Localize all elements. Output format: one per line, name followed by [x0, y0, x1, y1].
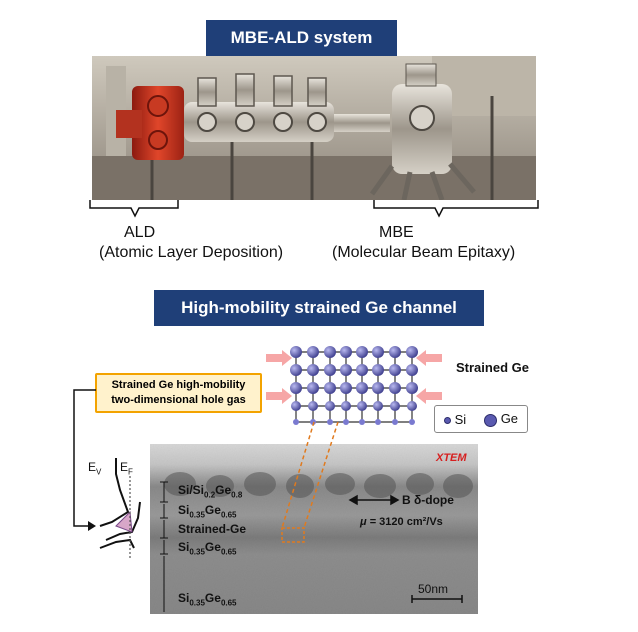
- layer-top-c: Ge: [215, 483, 232, 497]
- layer-strained-ge: Strained-Ge: [178, 522, 247, 536]
- ge-atom-icon: [484, 413, 498, 427]
- legend-ge: Ge: [484, 411, 519, 427]
- hole-gas-well: [115, 510, 133, 533]
- equipment-photo: [92, 56, 536, 200]
- ef-letter: E: [120, 460, 129, 474]
- layer-sige-substrate: Si0.35Ge0.65: [178, 591, 237, 607]
- band-diagram: [99, 458, 141, 558]
- hole-gas-callout: Strained Ge high-mobility two-dimensiona…: [95, 373, 262, 413]
- compress-arrow-left-top: [266, 350, 292, 366]
- ev-subscript: V: [96, 467, 102, 477]
- layer-buf1-c: Ge: [204, 503, 221, 517]
- compress-arrow-left-bottom: [266, 388, 292, 404]
- scale-bar-label: 50nm: [418, 582, 449, 596]
- layer-sige-buffer-2: Si0.35Ge0.65: [178, 540, 237, 556]
- layer-buf2-a: Si: [178, 540, 190, 554]
- ev-label: EV: [88, 460, 101, 476]
- layer-ticks: [160, 481, 168, 612]
- layer-buf2-c: Ge: [204, 540, 221, 554]
- strained-ge-lattice: [266, 346, 442, 425]
- legend-si: Si: [443, 411, 467, 427]
- xtem-image: [150, 444, 478, 614]
- layer-buf1-b: 0.35: [189, 510, 205, 520]
- layer-buf3-a: Si: [178, 591, 190, 605]
- compress-arrow-right-top: [416, 350, 442, 366]
- legend-ge-label: Ge: [500, 411, 519, 427]
- boron-arrow: [348, 494, 400, 506]
- layer-top-b: 0.2: [204, 490, 216, 500]
- compress-arrow-right-bottom: [416, 388, 442, 404]
- valence-band-lower: [99, 538, 135, 549]
- connector-arrowhead: [88, 521, 96, 531]
- ef-subscript: F: [128, 467, 133, 477]
- layer-top-d: 0.8: [231, 490, 243, 500]
- layer-buf3-b: 0.35: [189, 598, 205, 608]
- section-title-mbe-ald: MBE-ALD system: [206, 20, 397, 56]
- layer-sige-buffer-1: Si0.35Ge0.65: [178, 503, 237, 519]
- legend-si-label: Si: [454, 411, 467, 427]
- callout-line-2: two-dimensional hole gas: [111, 394, 246, 406]
- zoom-box: [281, 527, 305, 543]
- ald-label: ALD: [124, 224, 156, 241]
- ev-letter: E: [88, 460, 97, 474]
- layer-buf1-d: 0.65: [220, 510, 237, 520]
- valence-band-upper: [99, 458, 130, 527]
- section-title-strained-ge: High-mobility strained Ge channel: [154, 290, 484, 326]
- xtem-tag: XTEM: [436, 452, 467, 464]
- mobility-label: μ = 3120 cm²/Vs: [360, 516, 443, 528]
- layer-buf3-c: Ge: [204, 591, 221, 605]
- layer-buf1-a: Si: [178, 503, 190, 517]
- mbe-label: MBE: [379, 224, 414, 241]
- ald-full-label: (Atomic Layer Deposition): [99, 244, 284, 261]
- ald-bracket: [89, 200, 179, 218]
- callout-connector: [73, 389, 96, 531]
- mobility-symbol: μ: [360, 516, 367, 528]
- strained-ge-label: Strained Ge: [456, 360, 529, 375]
- si-atom-icon: [443, 416, 451, 424]
- boron-delta-dope-label: B δ-dope: [402, 493, 454, 507]
- layer-buf3-d: 0.65: [220, 598, 237, 608]
- mobility-value: = 3120 cm²/Vs: [366, 516, 443, 528]
- photo-brackets: [89, 200, 539, 218]
- mbe-full-label: (Molecular Beam Epitaxy): [332, 244, 516, 261]
- ef-label: EF: [120, 460, 133, 476]
- layer-si-sige-top: Si/Si0.2Ge0.8: [178, 483, 242, 499]
- callout-line-1: Strained Ge high-mobility: [111, 379, 246, 391]
- layer-top-a: Si/Si: [178, 483, 205, 497]
- atom-legend: Si Ge: [434, 405, 528, 433]
- zoom-guides: [281, 421, 339, 529]
- mbe-bracket: [373, 200, 539, 218]
- layer-buf2-d: 0.65: [220, 547, 237, 557]
- layer-buf2-b: 0.35: [189, 547, 205, 557]
